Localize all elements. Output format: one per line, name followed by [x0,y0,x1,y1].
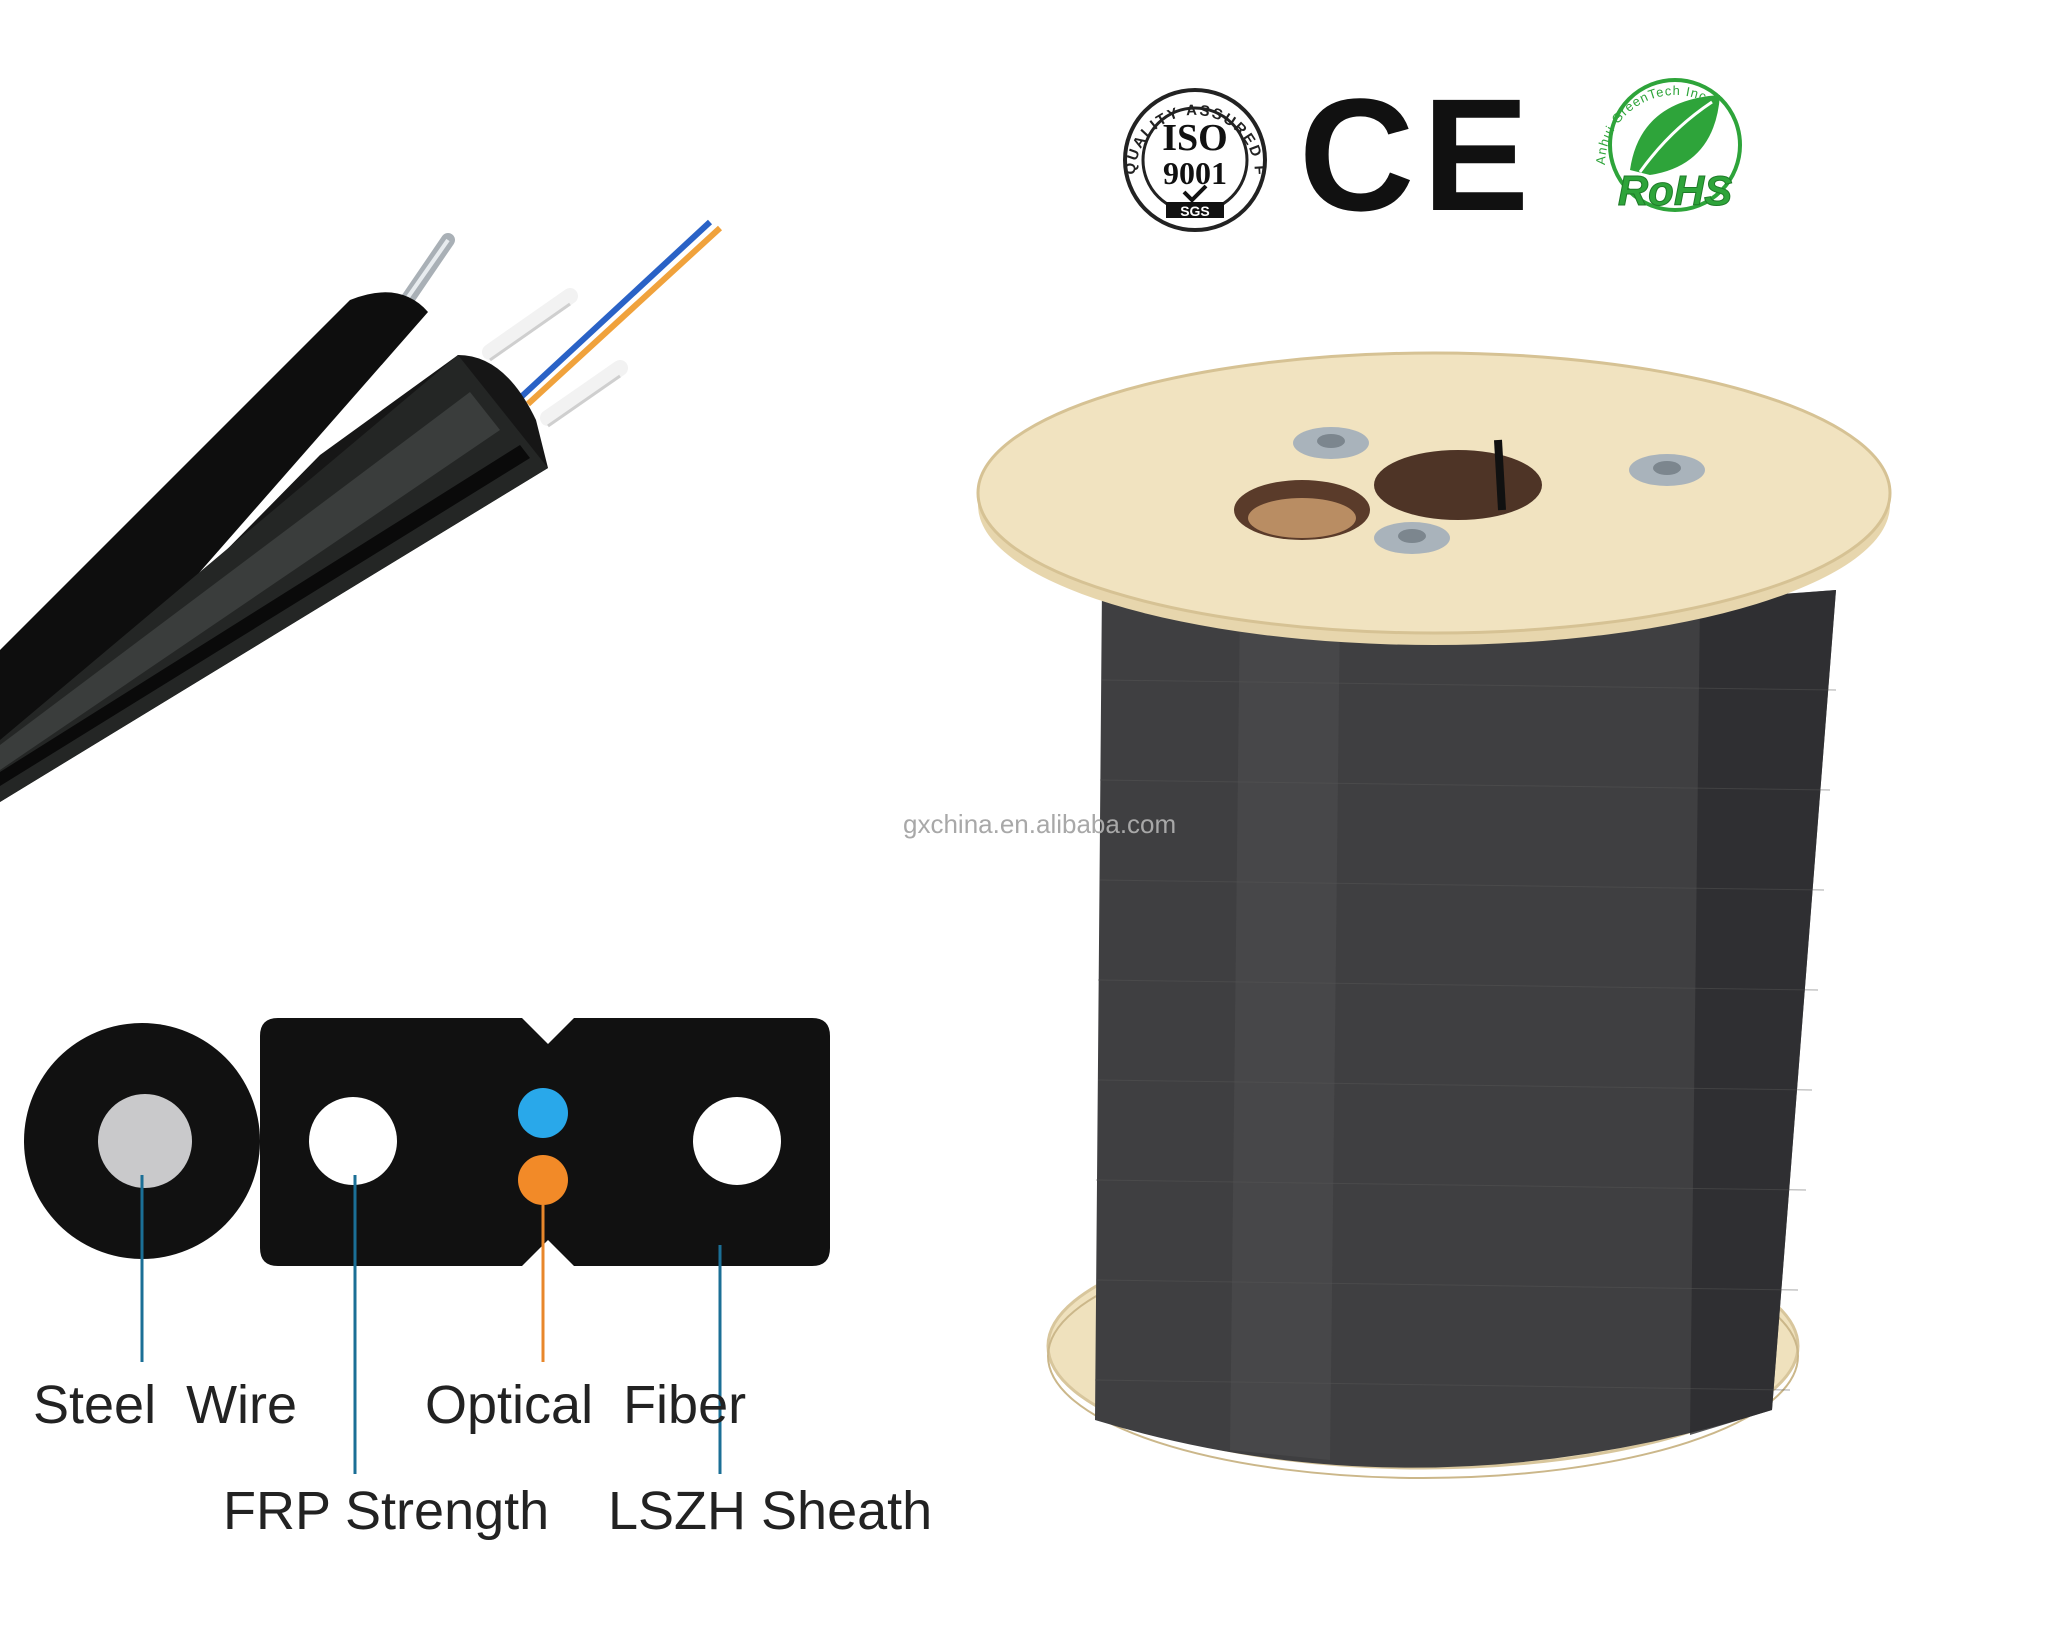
frp-rod-lower-edge [547,374,621,428]
iso-line2: 9001 [1163,155,1227,191]
watermark: gxchina.en.alibaba.com [903,809,1177,839]
optical-fiber-orange [518,1155,568,1205]
label-frp-strength: FRP Strength [223,1481,550,1541]
label-lszh-sheath: LSZH Sheath [608,1481,933,1541]
drop-cable-groove [0,445,530,786]
sgs-banner [1166,202,1224,218]
iso-footer: SGS [1180,203,1210,219]
reel-side-hole-inner [1248,498,1356,538]
leaf-vein [1638,100,1713,173]
cable-drum-shadow [1690,590,1836,1435]
label-steel-wire: Steel Wire [33,1375,298,1435]
optical-fiber-blue [518,1088,568,1138]
drop-cable-section [260,1018,830,1266]
messenger-sheath [0,292,428,760]
reel-bolts [1293,427,1705,554]
iso-line1: ISO [1162,117,1227,159]
cable-end [1494,439,1506,511]
frp-rod-lower [540,360,628,426]
leader-lines [140,1175,722,1474]
drop-cable-shade [0,392,500,770]
frp-rod-upper [482,288,578,360]
label-optical-fiber: Optical Fiber [425,1375,747,1435]
cable-windings [1094,679,1837,1391]
ce-mark: CE [1299,65,1537,244]
cable-drum-highlight [1230,600,1340,1460]
rohs-mark: RoHS [1618,167,1732,214]
fiber-pair [517,219,723,407]
check-icon [1182,184,1208,203]
frp-rod-upper-edge [489,302,571,362]
frp-rod-left-section [309,1097,397,1185]
steel-wire-section [98,1094,192,1188]
frp-rod-right-section [693,1097,781,1185]
